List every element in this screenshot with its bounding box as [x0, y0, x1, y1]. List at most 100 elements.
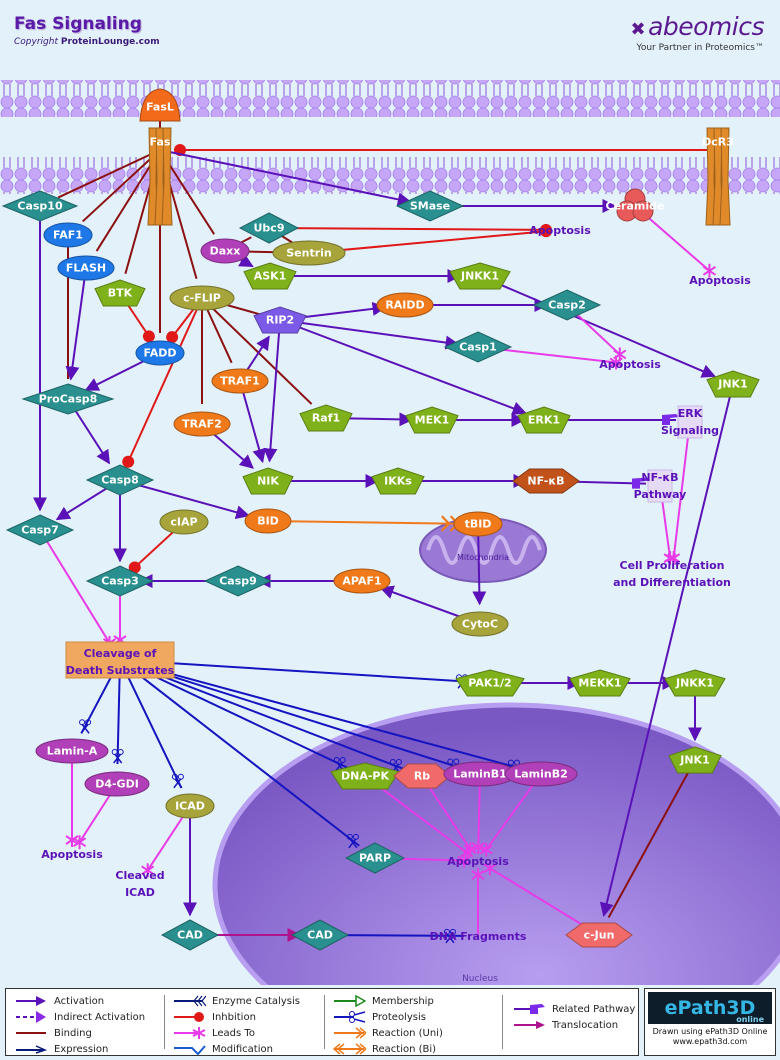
node-label: NF-κB	[527, 475, 564, 488]
node-ikks[interactable]: IKKs	[371, 467, 425, 495]
copyright-owner: ProteinLounge.com	[60, 37, 160, 47]
node-pak12[interactable]: PAK1/2	[455, 669, 525, 697]
node-procasp8[interactable]: ProCasp8	[21, 383, 115, 415]
node-rip2[interactable]: RIP2	[253, 306, 307, 334]
node-casp3[interactable]: Casp3	[85, 565, 155, 597]
node-cjun[interactable]: c-Jun	[565, 922, 633, 948]
node-daxx[interactable]: Daxx	[200, 238, 250, 264]
legend-column-3: Membership Proteolysis Reaction (Uni) Re…	[332, 993, 443, 1057]
node-fas[interactable]: Fas	[147, 127, 173, 226]
outcome-apop1: Apoptosis	[529, 224, 591, 237]
node-jnk1b[interactable]: JNK1	[668, 746, 722, 774]
node-casp10[interactable]: Casp10	[1, 190, 79, 222]
node-icad[interactable]: ICAD	[165, 793, 215, 819]
related-pathway-hand-icon	[514, 1004, 545, 1014]
node-parp[interactable]: PARP	[344, 842, 406, 874]
legend-modification: Modification	[172, 1041, 300, 1057]
node-mek1[interactable]: MEK1	[405, 406, 459, 434]
node-faf1[interactable]: FAF1	[43, 222, 93, 248]
node-nik[interactable]: NIK	[242, 467, 294, 495]
node-label: JNKK1	[675, 677, 714, 690]
node-d4gdi[interactable]: D4-GDI	[84, 771, 150, 797]
node-apaf1[interactable]: APAF1	[333, 568, 391, 594]
node-nfkb[interactable]: NF-κB	[512, 468, 580, 494]
outcome-apop4: Apoptosis	[41, 848, 103, 861]
node-ask1[interactable]: ASK1	[243, 262, 297, 290]
node-erk1[interactable]: ERK1	[517, 406, 571, 434]
node-label: NIK	[257, 475, 279, 488]
outcome-label: Apoptosis	[529, 224, 591, 237]
legend-column-2: Enzyme Catalysis Inhbition Leads To Modi…	[172, 993, 300, 1057]
node-label: RIP2	[266, 314, 294, 327]
node-flash[interactable]: FLASH	[57, 255, 115, 281]
node-casp7[interactable]: Casp7	[5, 514, 75, 546]
node-ubc9[interactable]: Ubc9	[238, 212, 300, 244]
node-casp1[interactable]: Casp1	[443, 331, 513, 363]
node-label: Lamin-A	[47, 745, 98, 758]
outcome-label: Apoptosis	[447, 855, 509, 868]
node-bid[interactable]: BID	[244, 508, 292, 534]
node-tbid[interactable]: tBID	[453, 511, 503, 537]
outer-membrane	[0, 80, 780, 117]
leads-to-star-icon	[141, 863, 155, 878]
node-jnkk1b[interactable]: JNKK1	[664, 669, 726, 697]
node-ceramide[interactable]: Ceramide	[606, 188, 665, 222]
related-pathway-hand-icon	[632, 477, 650, 489]
node-fadd[interactable]: FADD	[135, 340, 185, 366]
legend-column-4: Related Pathway Translocation	[512, 1001, 635, 1033]
node-casp9[interactable]: Casp9	[203, 565, 273, 597]
node-btk[interactable]: BTK	[94, 279, 146, 307]
node-lamina[interactable]: Lamin-A	[35, 738, 109, 764]
node-cytoc[interactable]: CytoC	[451, 611, 509, 637]
node-casp8[interactable]: Casp8	[85, 464, 155, 496]
scissors-icon	[444, 928, 457, 944]
outcome-label: Apoptosis	[689, 274, 751, 287]
node-sentrin[interactable]: Sentrin	[272, 240, 346, 266]
enzyme-catalysis-icon	[174, 995, 206, 1007]
leads-to-star-icon	[663, 551, 677, 566]
page-title: Fas Signaling	[14, 14, 142, 34]
node-raf1[interactable]: Raf1	[299, 404, 353, 432]
epath3d-url[interactable]: www.epath3d.com	[672, 1037, 748, 1046]
node-label: FAF1	[53, 229, 83, 242]
legend-proteolysis: Proteolysis	[332, 1009, 443, 1025]
node-cflip[interactable]: c-FLIP	[169, 285, 235, 311]
legend-related-pathway: Related Pathway	[512, 1001, 635, 1017]
node-dnapk[interactable]: DNA-PK	[330, 762, 400, 790]
node-laminb1[interactable]: LaminB1	[443, 761, 517, 787]
node-jnk1a[interactable]: JNK1	[706, 370, 760, 398]
node-raidd[interactable]: RAIDD	[376, 292, 434, 318]
node-traf1[interactable]: TRAF1	[211, 368, 269, 394]
edge-activation	[159, 149, 412, 207]
edge-inhibition	[268, 223, 553, 236]
proteolysis-scissors-icon	[334, 1011, 366, 1023]
node-jnkk1a[interactable]: JNKK1	[449, 262, 511, 290]
node-mekk1[interactable]: MEKK1	[569, 669, 631, 697]
node-cad1[interactable]: CAD	[160, 919, 220, 951]
node-smase[interactable]: SMase	[395, 190, 465, 222]
node-ciap[interactable]: cIAP	[159, 509, 209, 535]
node-fasl[interactable]: FasL	[139, 88, 181, 122]
node-cad2[interactable]: CAD	[290, 919, 350, 951]
edge-activation	[263, 319, 281, 463]
node-label: Casp8	[101, 474, 139, 487]
leads-to-star-icon	[471, 840, 485, 855]
node-label: FasL	[146, 101, 174, 114]
node-traf2[interactable]: TRAF2	[173, 411, 231, 437]
outcome-label: Signaling	[661, 424, 719, 437]
node-label: FLASH	[66, 262, 106, 275]
outcome-label: Cell Proliferation	[620, 559, 725, 572]
node-label: IKKs	[384, 475, 412, 488]
outcome-label: Cleaved	[115, 869, 164, 882]
node-laminb2[interactable]: LaminB2	[504, 761, 578, 787]
leads-to-star-icon	[457, 853, 471, 868]
outcome-label: Apoptosis	[41, 848, 103, 861]
node-dcr3[interactable]: DcR3	[702, 127, 734, 226]
legend-divider	[502, 995, 503, 1049]
node-casp2[interactable]: Casp2	[532, 289, 602, 321]
node-rb[interactable]: Rb	[393, 763, 451, 789]
